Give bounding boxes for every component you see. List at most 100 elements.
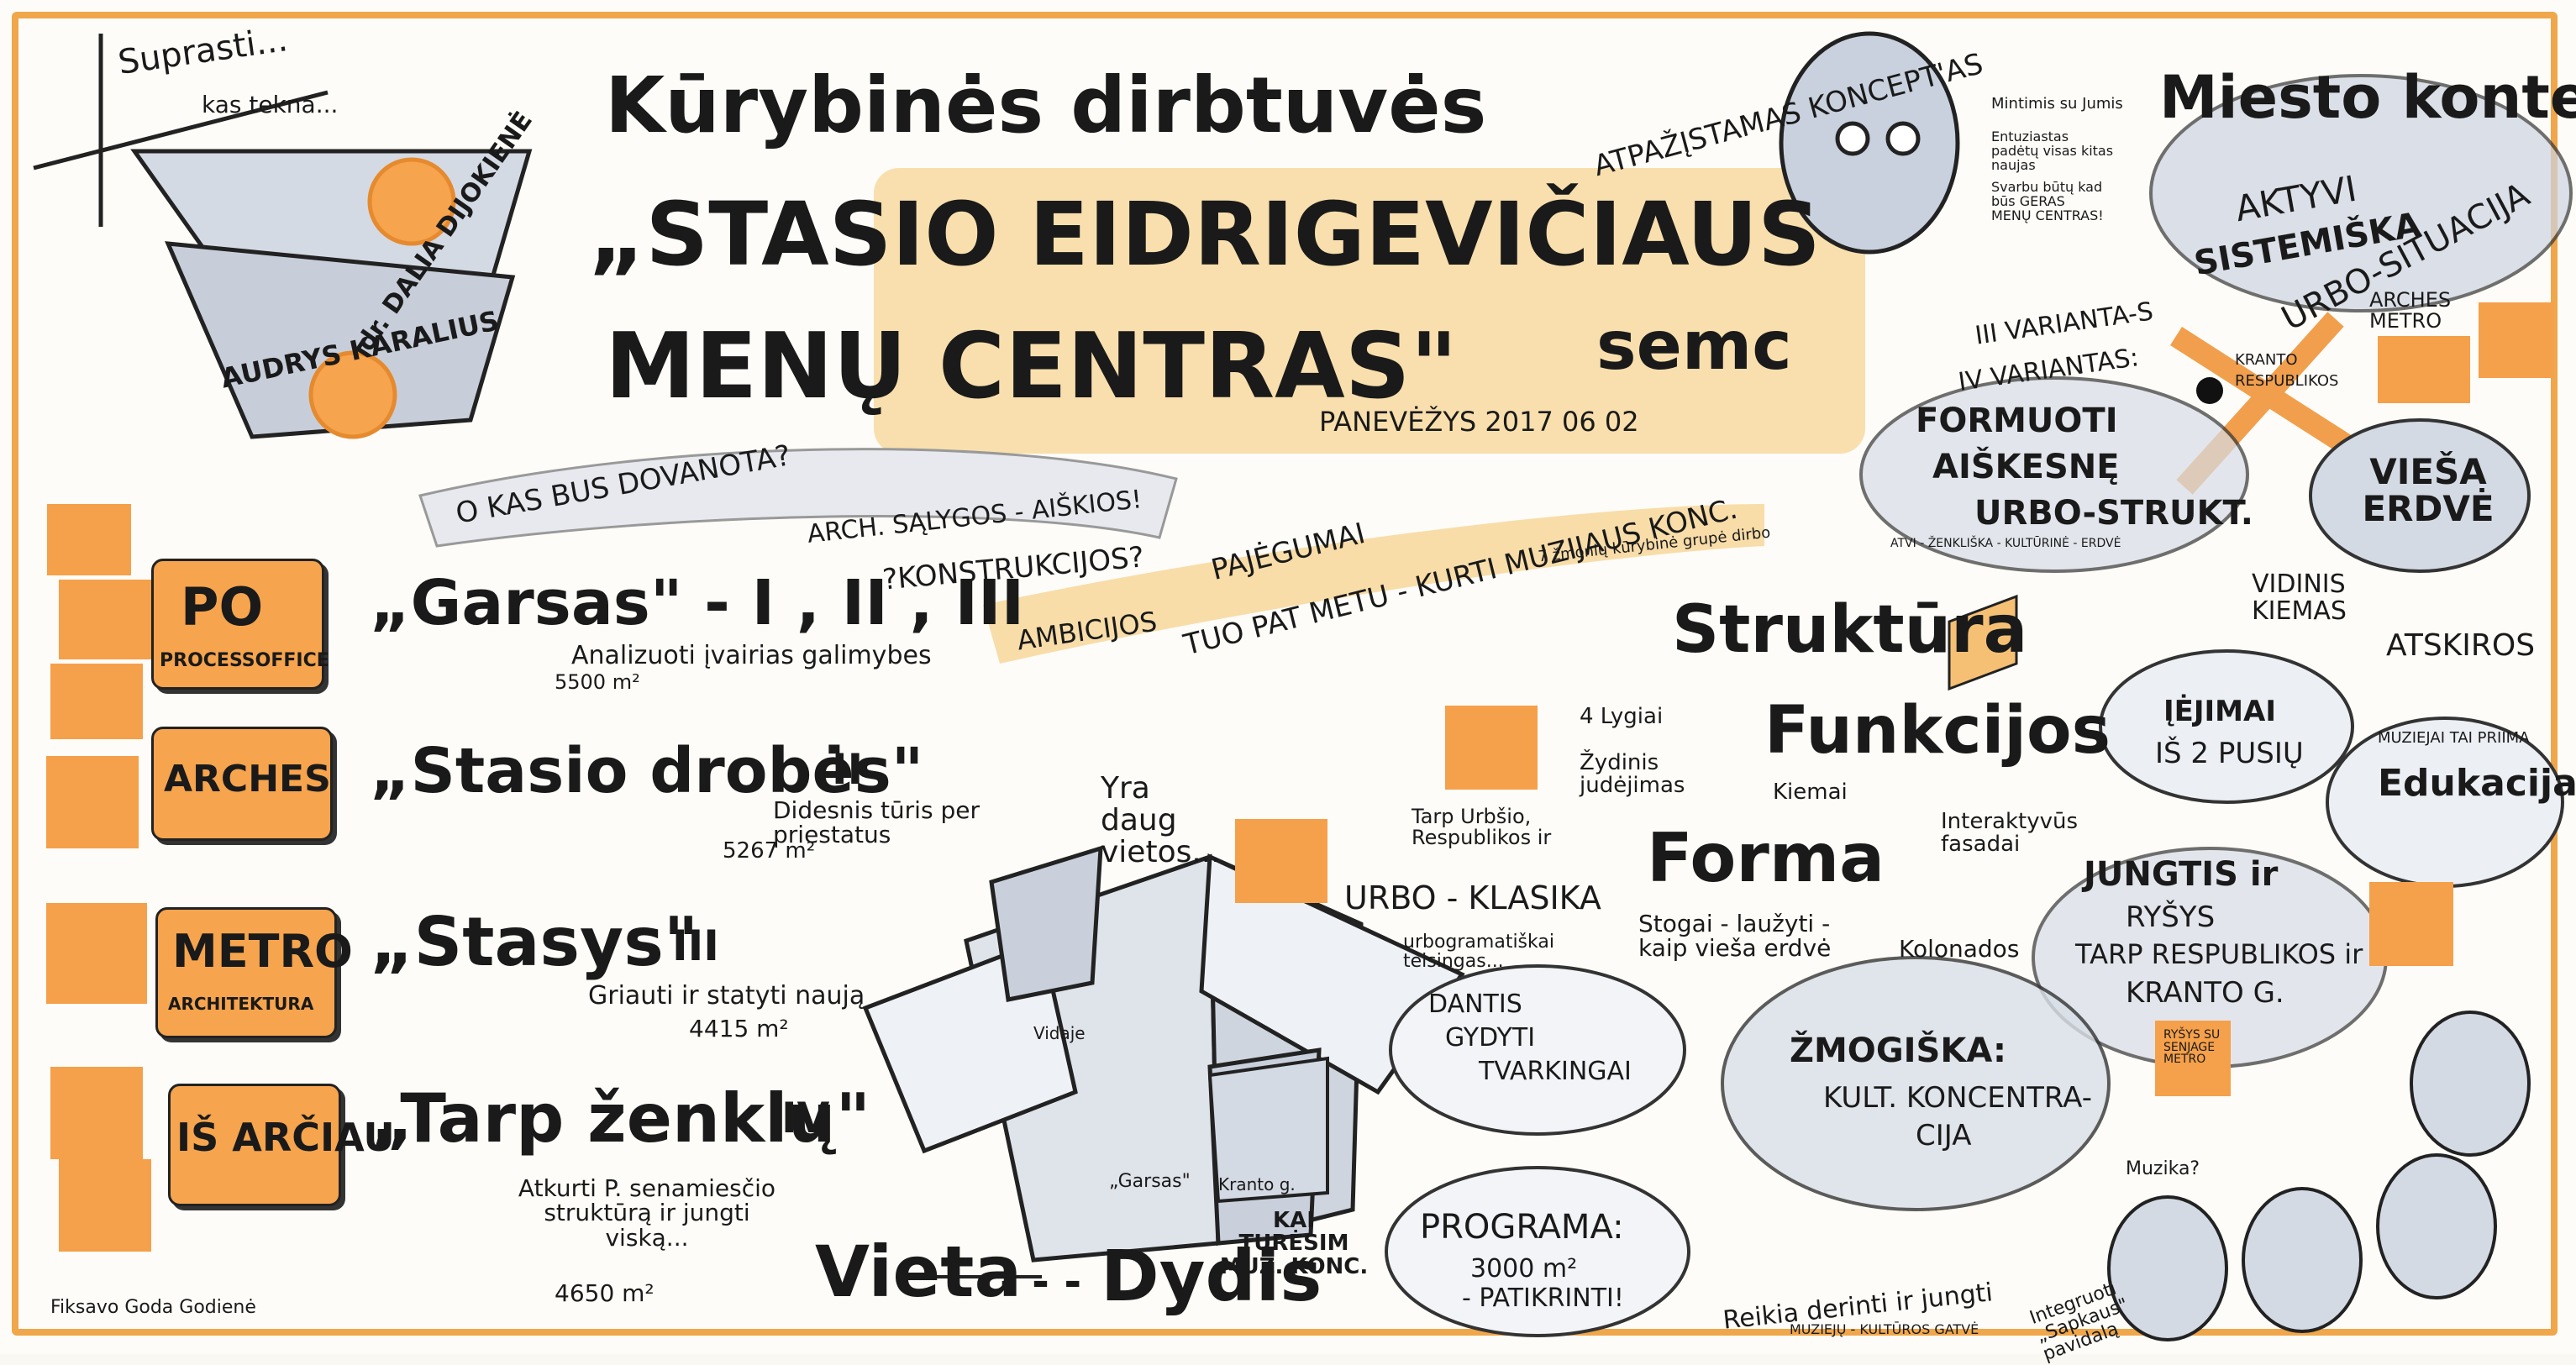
box-label-garsas: „Garsas"	[1109, 1171, 1191, 1192]
team-label-po: PO	[181, 576, 264, 638]
public-space-title: VIEŠA ERDVĖ	[2362, 451, 2495, 530]
street-kranto: KRANTO	[2235, 351, 2298, 369]
arches-metro-label: ARCHES METRO	[2369, 288, 2452, 333]
project-drobes-num: II	[832, 745, 864, 794]
variants-line-3: FORMUOTI	[1916, 402, 2118, 440]
project-garsas-area: 5500 m²	[555, 670, 640, 694]
structure-bullet-3: Interaktyvūs fasadai	[1941, 809, 2079, 858]
size-word: Dydis	[1101, 1235, 1322, 1317]
form-title: Forma	[1647, 819, 1885, 897]
project-stasys: „Stasys"	[370, 903, 699, 981]
place-word: Vieta	[815, 1231, 1023, 1313]
orange-border	[12, 12, 2558, 1336]
concept-note-2: Entuziastas padėtų visas kitas naujas	[1991, 129, 2114, 173]
street-relation-note: RYŠYS SU SENJAGE METRO	[2163, 1028, 2221, 1067]
project-drobes-detail: Didesnis tūris per priestatus	[773, 796, 980, 849]
dantis-line-1: DANTIS	[1428, 990, 1522, 1019]
functions-title: Funkcijos	[1764, 693, 2111, 769]
city-context-title: Miesto kontext	[2159, 63, 2576, 132]
education-note: MUZIEJAI TAI PRIIMA	[2378, 729, 2530, 747]
street-respublikos: RESPUBLIKOS	[2235, 372, 2339, 390]
education-title: Edukacija+	[2378, 762, 2576, 805]
team-box-isarciau	[168, 1084, 341, 1206]
sticky-note	[2479, 302, 2554, 378]
project-tarp-area: 4650 m²	[555, 1279, 655, 1307]
entries-text: ĮĖJIMAI	[2163, 695, 2276, 728]
music-question: Muzika?	[2126, 1158, 2200, 1179]
project-tarp-zenklu: „Tarp ženklų"	[370, 1079, 871, 1158]
inner-yard-text: VIDINIS KIEMAS	[2252, 570, 2347, 626]
entries-sub: IŠ 2 PUSIŲ	[2155, 737, 2304, 770]
what-hurts-text: kas tekna...	[202, 91, 339, 118]
credit-text: Fiksavo Goda Godienė	[50, 1297, 256, 1318]
dash-word: - - -	[1000, 1257, 1082, 1306]
sticky-note	[47, 504, 131, 575]
sticky-note	[2369, 882, 2453, 966]
sticky-note	[50, 1067, 143, 1159]
structure-bullet-5: Kolonados	[1899, 935, 2020, 963]
brand-logo: semc	[1596, 307, 1792, 385]
team-box-metro	[155, 907, 337, 1038]
project-garsas-detail: Analizuoti įvairias galimybes	[571, 641, 932, 670]
title-line-1: Kūrybinės dirbtuvės	[605, 60, 1487, 150]
structure-title: Struktūra	[1672, 592, 2028, 668]
concept-note-3: Svarbu būtų kad būs GERAS MENŲ CENTRAS!	[1991, 179, 2104, 223]
sticky-note	[2155, 1021, 2231, 1096]
when-museum-note: KAI TURĖSIM MUZ. KONC.	[1219, 1208, 1369, 1279]
team-label-metro: METRO	[172, 925, 353, 978]
lamp-drawing	[33, 34, 533, 439]
junction-line-2: RYŠYS	[2126, 900, 2216, 934]
sticky-note	[2378, 336, 2470, 403]
title-line-3: MENŲ CENTRAS"	[605, 314, 1458, 419]
team-label-arches: ARCHES	[164, 758, 331, 801]
sticky-note	[46, 903, 147, 1004]
program-check: - PATIKRINTI!	[1462, 1284, 1624, 1313]
project-stasys-num: III	[672, 921, 719, 970]
project-stasys-area: 4415 m²	[689, 1015, 789, 1042]
team-sub-po: PROCESSOFFICE	[160, 650, 329, 671]
junction-line-4: KRANTO G.	[2126, 976, 2284, 1010]
human-line-2: CIJA	[1916, 1119, 1972, 1152]
program-area: 3000 m²	[1470, 1254, 1578, 1284]
detached-text: ATSKIROS	[2386, 628, 2536, 663]
project-drobes-area: 5267 m²	[723, 838, 816, 864]
structure-bullet-1: Žydinis judėjimas	[1580, 750, 1685, 799]
sticky-note	[59, 1159, 151, 1252]
urbo-classic-sub: urbogramatiškai teisingas...	[1403, 932, 1554, 973]
team-label-isarciau: IŠ ARČIAU	[176, 1115, 395, 1160]
levels-label: 4 Lygiai	[1580, 704, 1664, 729]
variants-line-4: AIŠKESNĘ	[1932, 448, 2120, 486]
between-streets: Tarp Urbšio, Respublikos ir	[1412, 805, 1552, 850]
variants-line-5: URBO-STRUKT.	[1974, 494, 2253, 533]
dantis-line-3: TVARKINGAI	[1479, 1057, 1632, 1086]
junction-line-3: TARP RESPUBLIKOS ir	[2075, 938, 2363, 970]
title-line-2: „STASIO EIDRIGEVIČIAUS	[588, 183, 1821, 286]
box-label-inside: Vidaje	[1033, 1023, 1086, 1043]
team-box-po	[151, 559, 324, 690]
concept-face	[1779, 31, 1960, 255]
sticky-note	[46, 756, 139, 848]
sticky-note	[1235, 819, 1327, 903]
concept-note-1: Mintimis su Jumis	[1991, 95, 2123, 113]
project-garsas: „Garsas" - I , II , III	[370, 567, 1025, 639]
junction-title: JUNGTIS ir	[2084, 855, 2279, 894]
structure-bullet-4: Stogai - laužyti - kaip vieša erdvė	[1638, 910, 1832, 963]
box-label-kranto: Kranto g.	[1218, 1174, 1296, 1194]
team-box-arches	[151, 727, 333, 841]
project-drobes: „Stasio drobės"	[370, 735, 924, 807]
human-line-1: KULT. KONCENTRA-	[1823, 1081, 2092, 1115]
program-title: PROGRAMA:	[1420, 1208, 1624, 1247]
sticky-note	[1445, 706, 1538, 790]
structure-bullet-2: Kiemai	[1773, 780, 1848, 805]
human-title: ŽMOGIŠKA:	[1790, 1032, 2007, 1070]
place-date: PANEVĖŽYS 2017 06 02	[1319, 406, 1639, 438]
project-stasys-detail: Griauti ir statyti naują	[588, 981, 865, 1011]
dantis-line-2: GYDYTI	[1445, 1023, 1536, 1053]
project-tarp-num: IV	[781, 1094, 830, 1142]
team-sub-metro: ARCHITEKTURA	[168, 994, 314, 1014]
human-bottom-2: MUZIEJŲ - KULTŪROS GATVĖ	[1790, 1321, 1979, 1337]
urbo-classic: URBO - KLASIKA	[1344, 879, 1601, 916]
sticky-note	[59, 580, 151, 659]
